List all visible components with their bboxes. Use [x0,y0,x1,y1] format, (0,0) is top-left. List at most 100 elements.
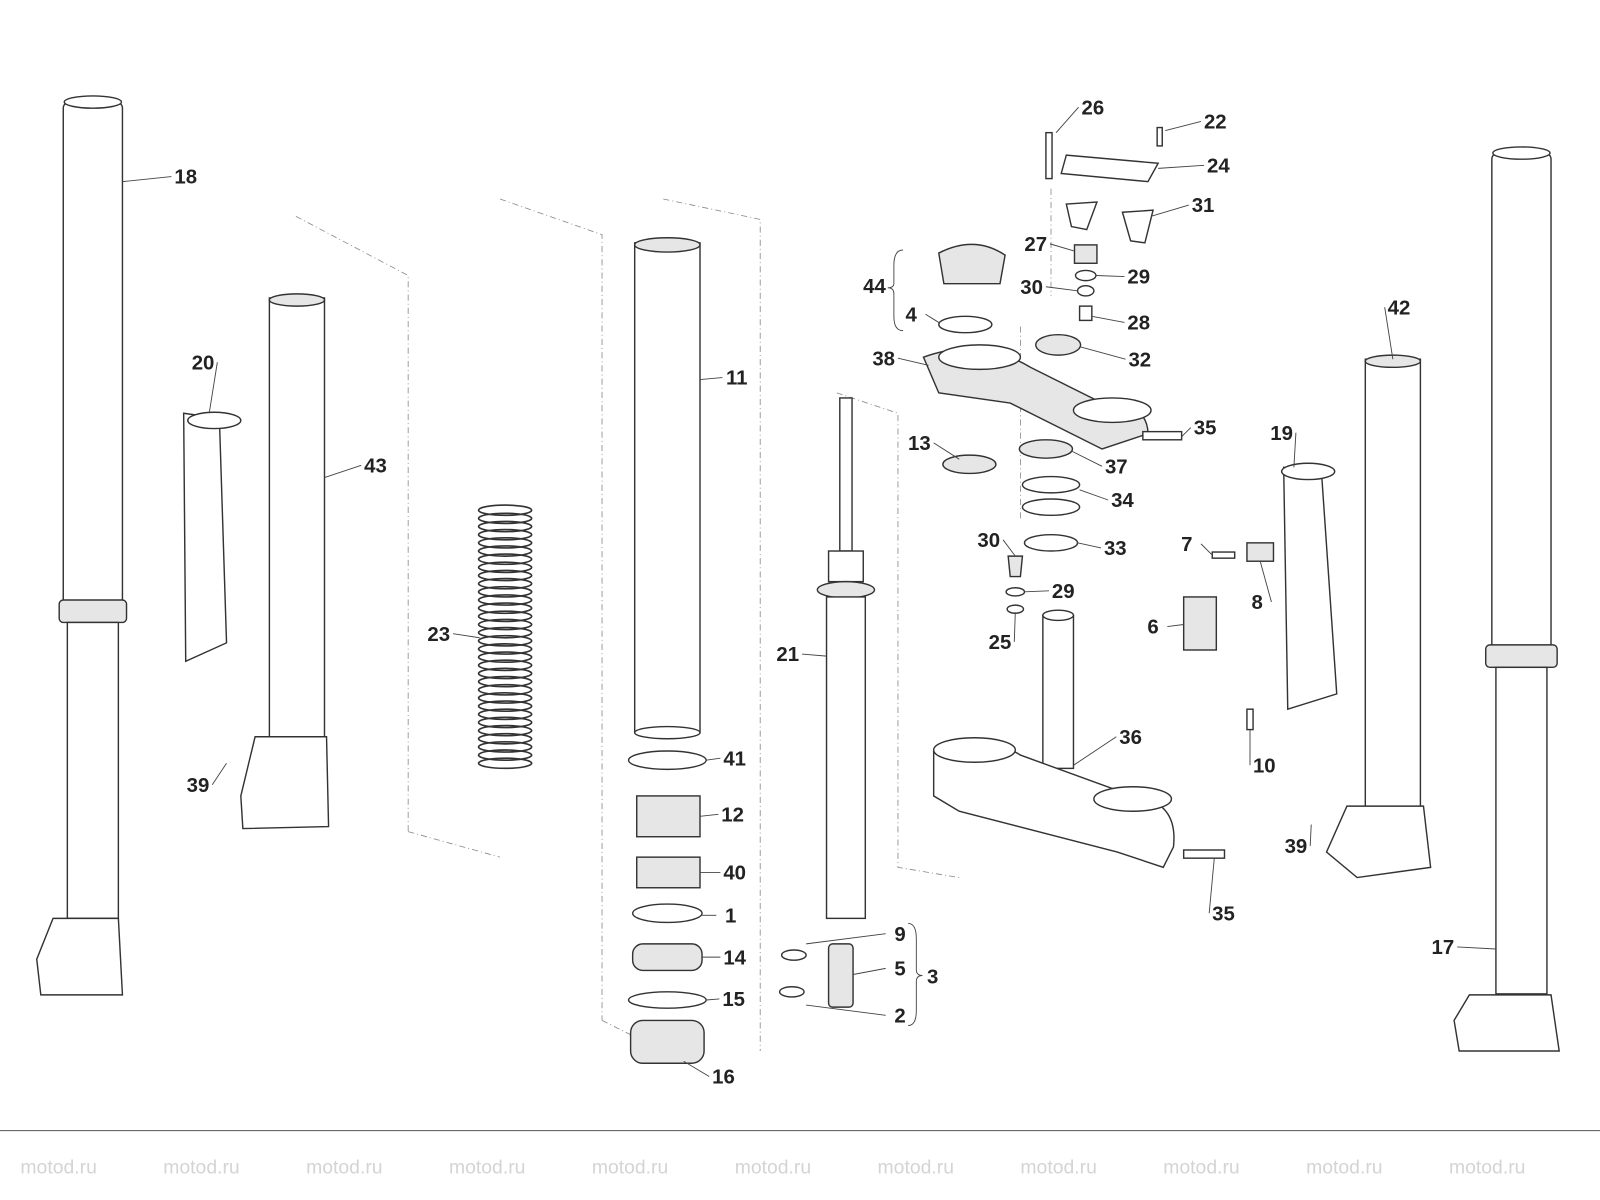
valve-assembly-3 [778,943,854,1008]
callout-leader [1150,204,1189,217]
watermark-text: motod.ru [1449,1156,1525,1178]
callout-label: 12 [721,804,744,826]
callout-leader [1073,736,1117,766]
callout-leader [1091,315,1125,323]
bushings-and-seals [627,750,707,1064]
callout-label: 38 [872,348,895,370]
callout-leader [324,464,362,478]
callout-label: 3 [927,967,938,989]
spring-coil [477,594,533,606]
spring-coil [477,569,533,582]
callout-label: 10 [1253,755,1276,777]
callout-leader [1055,106,1079,133]
callout-label: 9 [894,924,905,946]
callout-label: 33 [1104,538,1127,560]
damper-rod-21 [816,397,876,920]
callout-leader [1049,243,1075,252]
spring-coil [477,643,533,655]
fork-guard-20 [182,411,242,663]
callout-leader [1077,542,1102,549]
fork-slider-42 [1325,354,1432,879]
callout-leader [897,357,929,366]
callout-leader [1071,450,1103,467]
spring-coil [477,626,533,639]
watermark-text: motod.ru [306,1156,382,1178]
callout-label: 29 [1052,581,1075,603]
spring-coil [477,545,533,557]
callout-leader [1165,120,1202,132]
callout-label: 43 [364,455,387,477]
group-brace [887,249,904,332]
callout-leader [452,633,480,639]
callout-leader [1293,432,1297,468]
spring-coil [477,716,533,729]
callout-leader [1181,427,1192,438]
callout-leader [1080,346,1126,360]
spring-coil [477,683,533,696]
callout-leader [802,653,827,657]
callout-leader [699,813,719,817]
watermark-text: motod.ru [592,1156,668,1178]
watermark-text: motod.ru [20,1156,96,1178]
callout-leader [683,1060,710,1077]
callout-label: 6 [1147,617,1158,639]
callout-label: 28 [1127,313,1150,335]
spring-coil [477,520,533,533]
top-triple-clamp-38 [922,243,1152,450]
spring-coil [477,651,533,664]
callout-label: 22 [1204,112,1227,134]
watermark-text: motod.ru [878,1156,954,1178]
watermark-layer: motod.ru motod.ru motod.ru motod.ru motod.ru… [20,1156,1525,1178]
callout-label: 21 [776,644,799,666]
callout-leaders [122,106,1496,1077]
callout-label: 35 [1212,903,1235,925]
spring-coil [477,504,533,517]
callout-label: 30 [1020,277,1043,299]
spring-coil [477,757,533,770]
callout-leader [1024,590,1049,593]
spring-coil [477,577,533,590]
spring-coil [477,700,533,713]
fork-outer-tube-17 [1453,146,1561,1052]
spring-coil [477,512,533,525]
callout-label: 8 [1251,592,1262,614]
callout-leader [1079,489,1109,501]
callout-leader [1208,858,1215,914]
callout-label: 24 [1207,155,1230,177]
bearings-and-washers [942,439,1081,614]
watermark-text: motod.ru [1163,1156,1239,1178]
spring-coil [477,667,533,680]
spring-coil [477,610,533,623]
callout-leader [706,998,720,1001]
callout-leader [1384,307,1394,360]
watermark-text: motod.ru [449,1156,525,1178]
callout-label: 13 [908,433,931,455]
spring-coil [477,708,533,721]
callout-leader [122,176,172,183]
callout-leader [1167,624,1184,627]
fork-guard-19 [1182,462,1338,731]
spring-coil [477,561,533,574]
callout-label: 1 [725,905,736,927]
fork-spring-23 [477,504,533,770]
callout-label: 20 [192,352,215,374]
callout-label: 36 [1119,727,1142,749]
spring-coil [477,634,533,647]
callout-leader [925,313,940,323]
watermark-text: motod.ru [735,1156,811,1178]
callout-label: 11 [726,368,748,390]
fork-outer-tube-18 [36,95,128,996]
callout-label: 7 [1181,534,1192,556]
callout-leader [806,933,886,945]
callout-label: 5 [894,959,905,981]
callout-label: 29 [1127,267,1150,289]
callout-leader [806,1004,886,1016]
callout-leader [1200,543,1213,556]
callout-label: 42 [1388,297,1411,319]
watermark-text: motod.ru [1306,1156,1382,1178]
callout-label: 37 [1105,456,1128,478]
callout-label: 19 [1270,423,1293,445]
